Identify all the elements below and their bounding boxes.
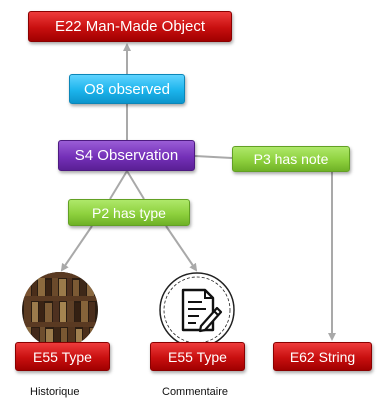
- edge-s4-to-p3: [194, 155, 233, 159]
- bookshelf-icon: [22, 272, 98, 348]
- node-o8-observed[interactable]: O8 observed: [69, 74, 185, 104]
- document-edit-icon: [159, 272, 235, 348]
- edge-p2-to-historique: [60, 225, 93, 272]
- edge-s4-to-p2-left: [109, 170, 128, 200]
- edge-p2-to-commentaire: [165, 225, 198, 272]
- caption-historique: Historique: [30, 386, 80, 398]
- node-p2-has-type[interactable]: P2 has type: [68, 199, 190, 226]
- node-e55-type-commentaire[interactable]: E55 Type: [150, 342, 245, 371]
- node-e55-type-historique[interactable]: E55 Type: [15, 342, 110, 371]
- node-e22-man-made-object[interactable]: E22 Man-Made Object: [28, 11, 232, 42]
- node-p3-has-note[interactable]: P3 has note: [232, 146, 350, 172]
- node-s4-observation[interactable]: S4 Observation: [58, 140, 195, 171]
- caption-commentaire: Commentaire: [162, 386, 229, 398]
- edge-s4-to-p2-right: [126, 170, 145, 200]
- node-e62-string[interactable]: E62 String: [273, 342, 372, 371]
